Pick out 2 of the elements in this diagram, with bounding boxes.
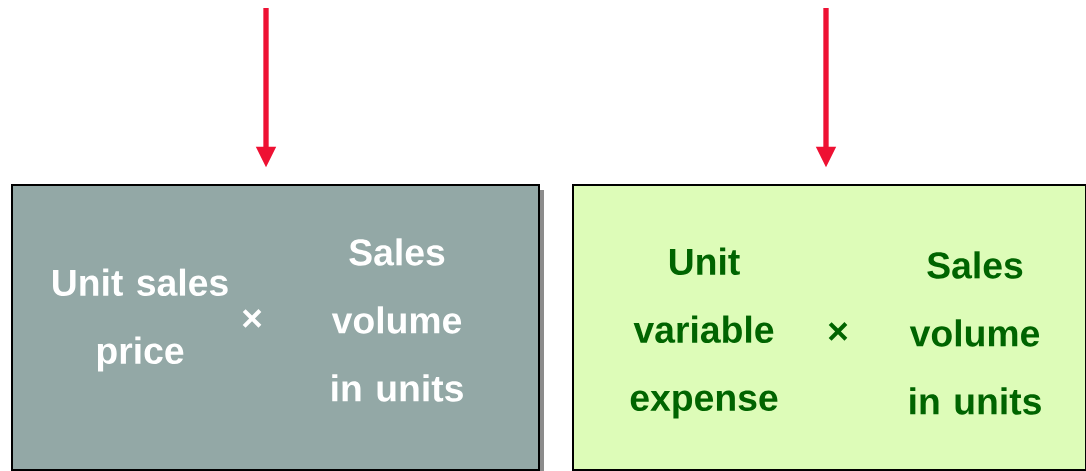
formula-box: Unit sales price × Sales volume in units <box>11 184 544 471</box>
formula-box: Unit variable expense × Sales volume in units <box>572 184 1086 471</box>
